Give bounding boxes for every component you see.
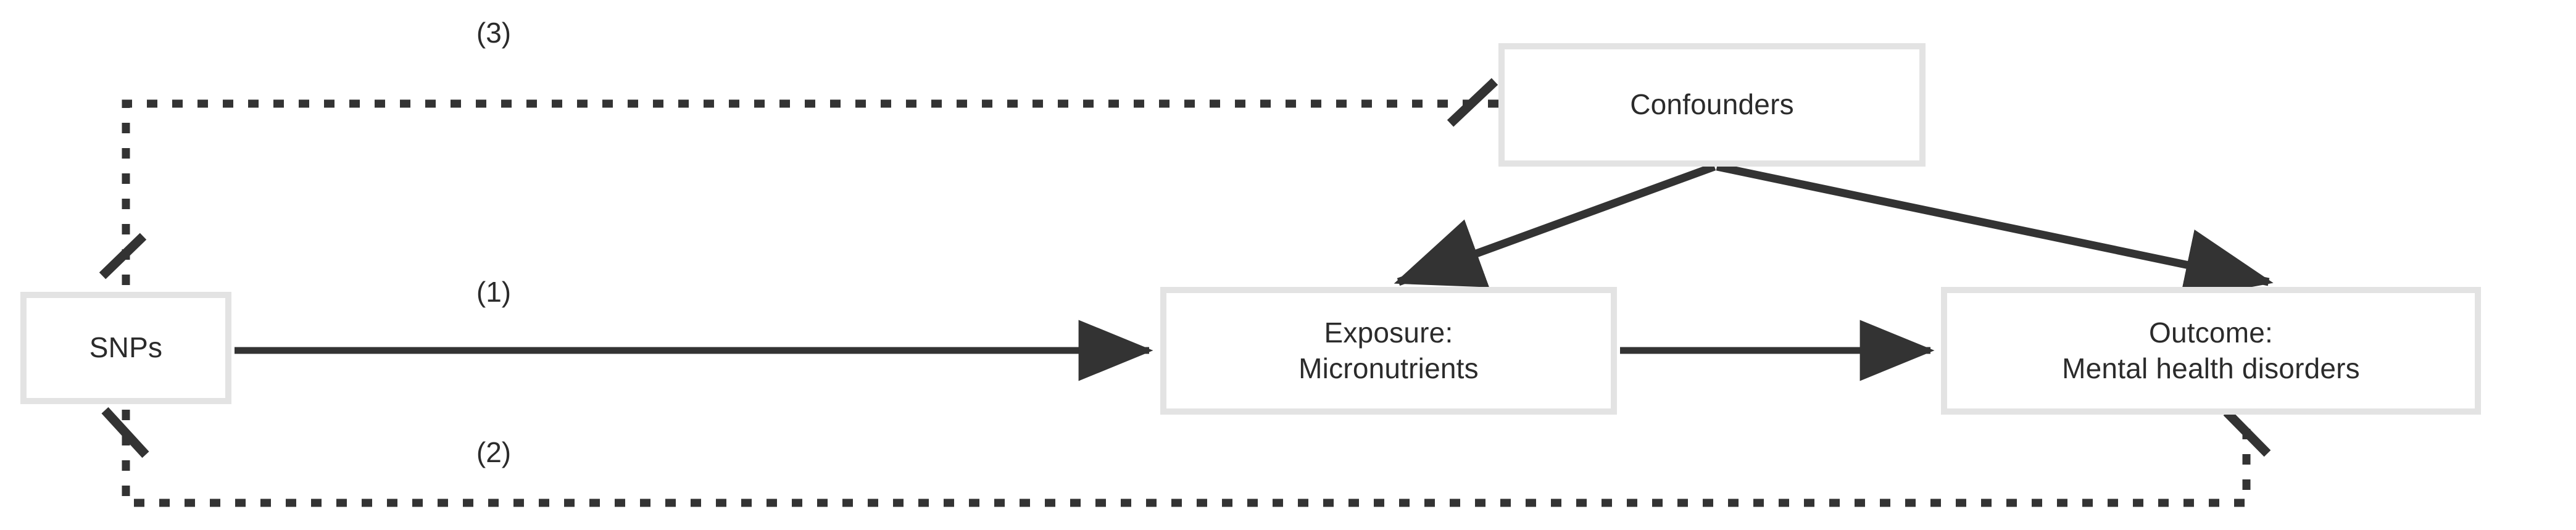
node-outcome-label-line1: Outcome: [2148, 317, 2273, 349]
node-outcome-label-line2: Mental health disorders [2062, 352, 2360, 384]
node-exposure-label-line1: Exposure: [1324, 317, 1453, 349]
node-exposure-label-line2: Micronutrients [1298, 352, 1479, 384]
edge-confounders-to-exposure [1394, 162, 1716, 288]
node-confounders[interactable]: Confounders [1498, 43, 1926, 167]
blocked-slash-icon-path3-right [1447, 78, 1498, 127]
node-confounders-label: Confounders [1630, 88, 1794, 121]
edge-confounders-to-outcome [1716, 162, 2274, 300]
blocked-slash-icon-path2-right [2223, 408, 2271, 457]
edge-snps-to-confounders [122, 99, 1501, 285]
blocked-slash-icon-path2-left [101, 407, 149, 458]
edge-label-assumption-2: (2) [476, 436, 512, 468]
blocked-slash-icon-path3-left [99, 233, 147, 279]
node-snps-label: SNPs [89, 331, 163, 364]
node-exposure[interactable]: Exposure: Micronutrients [1160, 287, 1617, 415]
node-outcome[interactable]: Outcome: Mental health disorders [1941, 287, 2481, 415]
node-snps[interactable]: SNPs [20, 292, 231, 404]
edge-label-assumption-1: (1) [476, 276, 512, 308]
edge-snps-to-outcome-direct [122, 410, 2251, 507]
edge-label-assumption-3: (3) [476, 17, 512, 49]
